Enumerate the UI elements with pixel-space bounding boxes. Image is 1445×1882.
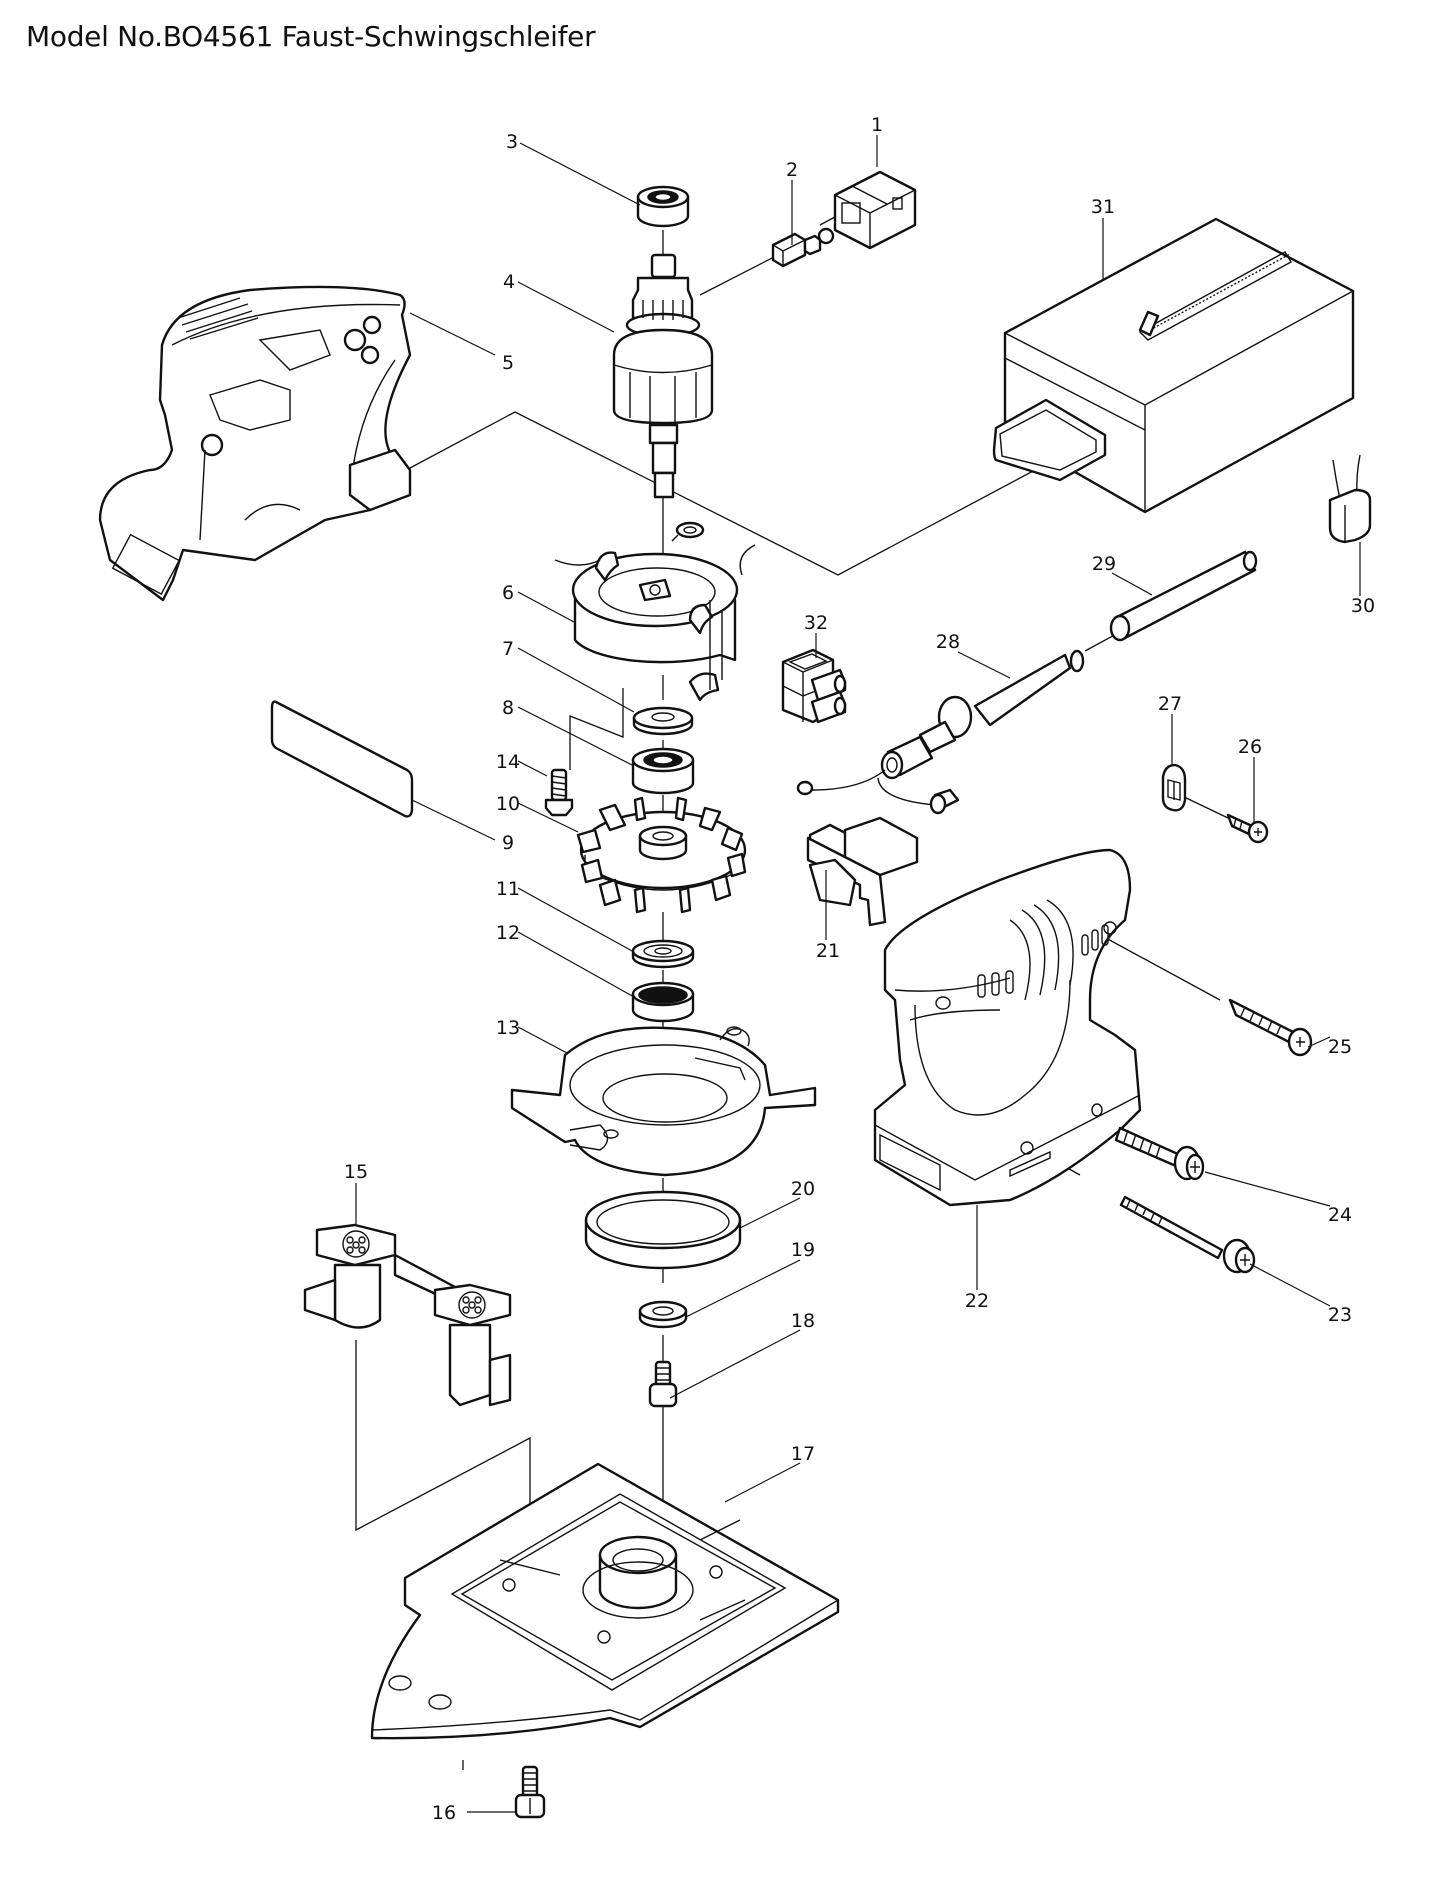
part-29-power-cord[interactable] [1109,550,1258,642]
part-3-ball-bearing[interactable] [636,185,690,228]
part-24-screw[interactable] [1114,1126,1205,1181]
part-11-washer[interactable] [631,939,695,969]
label-part-18: 18 [791,1310,815,1332]
label-part-25: 25 [1328,1036,1352,1058]
part-7-washer[interactable] [632,706,694,736]
label-part-22: 22 [965,1290,989,1312]
part-12-ball-bearing[interactable] [631,981,695,1023]
part-17-pad[interactable] [370,1462,840,1740]
label-part-7: 7 [502,638,514,660]
part-32-terminal-block[interactable] [781,648,847,724]
part-21-switch[interactable] [806,816,919,927]
label-part-2: 2 [786,159,798,181]
part-26-tapping-screw[interactable] [1226,813,1269,844]
part-labels: 1 2 3 4 5 6 7 8 9 10 11 12 13 14 15 16 1… [344,114,1375,1824]
part-25-tapping-screw[interactable] [1228,998,1313,1057]
label-part-6: 6 [502,582,514,604]
label-part-12: 12 [496,922,520,944]
part-1-brush-holder[interactable] [833,170,917,250]
part-9-name-plate[interactable] [270,700,414,818]
label-part-15: 15 [344,1161,368,1183]
label-part-26: 26 [1238,736,1262,758]
part-30-noise-suppressor[interactable] [1328,454,1372,544]
part-22-housing[interactable] [873,848,1142,1207]
part-28-cord-guard[interactable] [796,649,1085,815]
label-part-14: 14 [496,751,520,773]
label-part-23: 23 [1328,1304,1352,1326]
label-part-24: 24 [1328,1204,1352,1226]
label-part-16: 16 [432,1802,456,1824]
label-part-9: 9 [502,832,514,854]
part-18-screw[interactable] [648,1360,678,1408]
label-part-1: 1 [871,114,883,136]
part-31-dust-bag[interactable] [992,217,1355,514]
part-23-long-screw[interactable] [1119,1195,1256,1274]
label-part-32: 32 [804,612,828,634]
part-5-housing-half[interactable] [98,285,412,602]
part-19-flat-washer[interactable] [638,1300,688,1329]
label-part-5: 5 [502,352,514,374]
part-16-screw[interactable] [514,1765,546,1819]
label-part-31: 31 [1091,196,1115,218]
label-part-17: 17 [791,1443,815,1465]
label-part-20: 20 [791,1178,815,1200]
part-27-strain-relief[interactable] [1161,763,1187,812]
part-4-armature[interactable] [612,253,714,499]
label-part-3: 3 [506,131,518,153]
part-10-fan[interactable] [576,796,747,914]
label-part-28: 28 [936,631,960,653]
label-part-10: 10 [496,793,520,815]
leader-lines [355,135,1361,1813]
part-6-field-stator[interactable] [554,521,756,702]
label-part-8: 8 [502,697,514,719]
page-title: Model No.BO4561 Faust-Schwingschleifer [26,20,596,53]
label-part-11: 11 [496,878,520,900]
label-part-27: 27 [1158,693,1182,715]
label-part-21: 21 [816,940,840,962]
label-part-30: 30 [1351,595,1375,617]
part-2-carbon-brush[interactable] [771,227,835,268]
label-part-19: 19 [791,1239,815,1261]
label-part-4: 4 [503,271,515,293]
label-part-29: 29 [1092,553,1116,575]
part-15-rubber-support[interactable] [303,1223,512,1407]
part-14-screw[interactable] [544,768,574,817]
part-13-bearing-box[interactable] [510,1026,817,1177]
part-20-ring[interactable] [584,1190,742,1270]
part-8-ball-bearing[interactable] [631,747,695,795]
label-part-13: 13 [496,1017,520,1039]
